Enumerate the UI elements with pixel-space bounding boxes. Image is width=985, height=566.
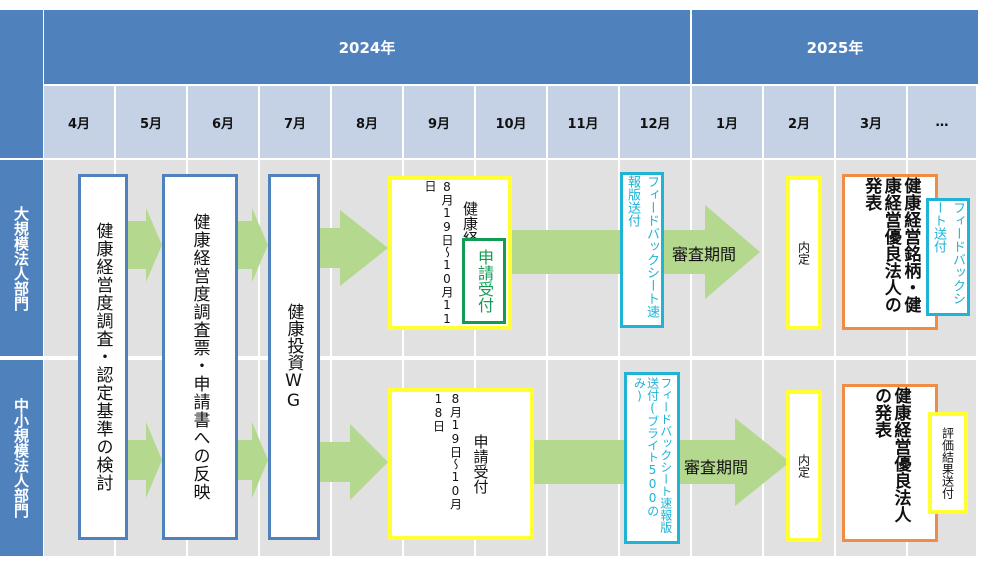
reflect-box: 健康経営度調査票・申請書への反映 (162, 174, 238, 540)
small-naitei-text: 内定 (796, 454, 811, 478)
small-apply-box: 8月19日〜10月18日 申請受付 (388, 388, 534, 540)
month-header-7: 10月 (476, 86, 548, 158)
month-header-13: … (908, 86, 978, 158)
small-eval-box: 評価結果送付 (928, 412, 968, 514)
arrow-bottom-2 (238, 422, 268, 498)
year-2024-header: 2024年 (44, 10, 690, 84)
large-announce-box: 健康経営銘柄・健康経営優良法人の発表 (842, 174, 938, 330)
wg-box: 健康投資WG (268, 174, 320, 540)
month-header-12: 3月 (836, 86, 908, 158)
small-announce-box: 健康経営優良法人の発表 (842, 384, 938, 542)
row-header-large-label: 大規模法人部門 (12, 205, 30, 311)
large-feedback2-text: フィードバックシート送付 (931, 201, 965, 305)
small-dates: 8月19日〜10月18日 (431, 392, 463, 510)
row-header-small: 中小規模法人部門 (0, 360, 43, 556)
small-apply-text: 申請受付 (471, 434, 490, 494)
month-header-5: 8月 (332, 86, 404, 158)
small-feedback-text: フィードバックシート速報版送付(ブライト500のみ) (632, 377, 673, 533)
reflect-text: 健康経営度調査票・申請書への反映 (189, 213, 210, 501)
wg-text: 健康投資WG (283, 303, 304, 411)
large-apply-box: 申請受付 (462, 238, 506, 324)
small-naitei-box: 内定 (786, 390, 822, 542)
large-naitei-box: 内定 (786, 176, 822, 330)
month-header-2: 5月 (116, 86, 188, 158)
large-survey-dates: 8月19日〜10月11日 (423, 180, 454, 326)
month-header-10: 1月 (692, 86, 764, 158)
year-2025-header: 2025年 (692, 10, 978, 84)
arrow-bottom-3 (320, 424, 388, 500)
large-feedback-text: フィードバックシート速報版送付 (625, 175, 659, 318)
month-header-4: 7月 (260, 86, 332, 158)
survey-criteria-box: 健康経営度調査・認定基準の検討 (78, 174, 128, 540)
large-feedback2-box: フィードバックシート送付 (926, 198, 970, 316)
corner-header (0, 10, 43, 158)
small-review-text: 審査期間 (684, 458, 749, 477)
large-apply-text: 申請受付 (475, 249, 494, 313)
small-eval-text: 評価結果送付 (940, 427, 955, 499)
large-feedback-box: フィードバックシート速報版送付 (620, 172, 664, 328)
month-header-8: 11月 (548, 86, 620, 158)
large-announce-text: 健康経営銘柄・健康経営優良法人の発表 (861, 177, 921, 313)
month-header-3: 6月 (188, 86, 260, 158)
large-review-text: 審査期間 (672, 245, 737, 264)
month-header-9: 12月 (620, 86, 692, 158)
month-header-1: 4月 (44, 86, 116, 158)
arrow-bottom-1 (128, 422, 162, 498)
small-feedback-box: フィードバックシート速報版送付(ブライト500のみ) (624, 372, 680, 544)
month-header-6: 9月 (404, 86, 476, 158)
month-header-11: 2月 (764, 86, 836, 158)
row-header-small-label: 中小規模法人部門 (12, 398, 30, 518)
row-header-large: 大規模法人部門 (0, 160, 43, 356)
arrow-top-2 (238, 208, 268, 282)
arrow-top-3 (320, 210, 388, 286)
small-announce-text: 健康経営優良法人の発表 (871, 387, 911, 523)
arrow-top-1 (128, 208, 162, 282)
survey-criteria-text: 健康経営度調査・認定基準の検討 (92, 222, 113, 492)
large-naitei-text: 内定 (796, 241, 811, 265)
